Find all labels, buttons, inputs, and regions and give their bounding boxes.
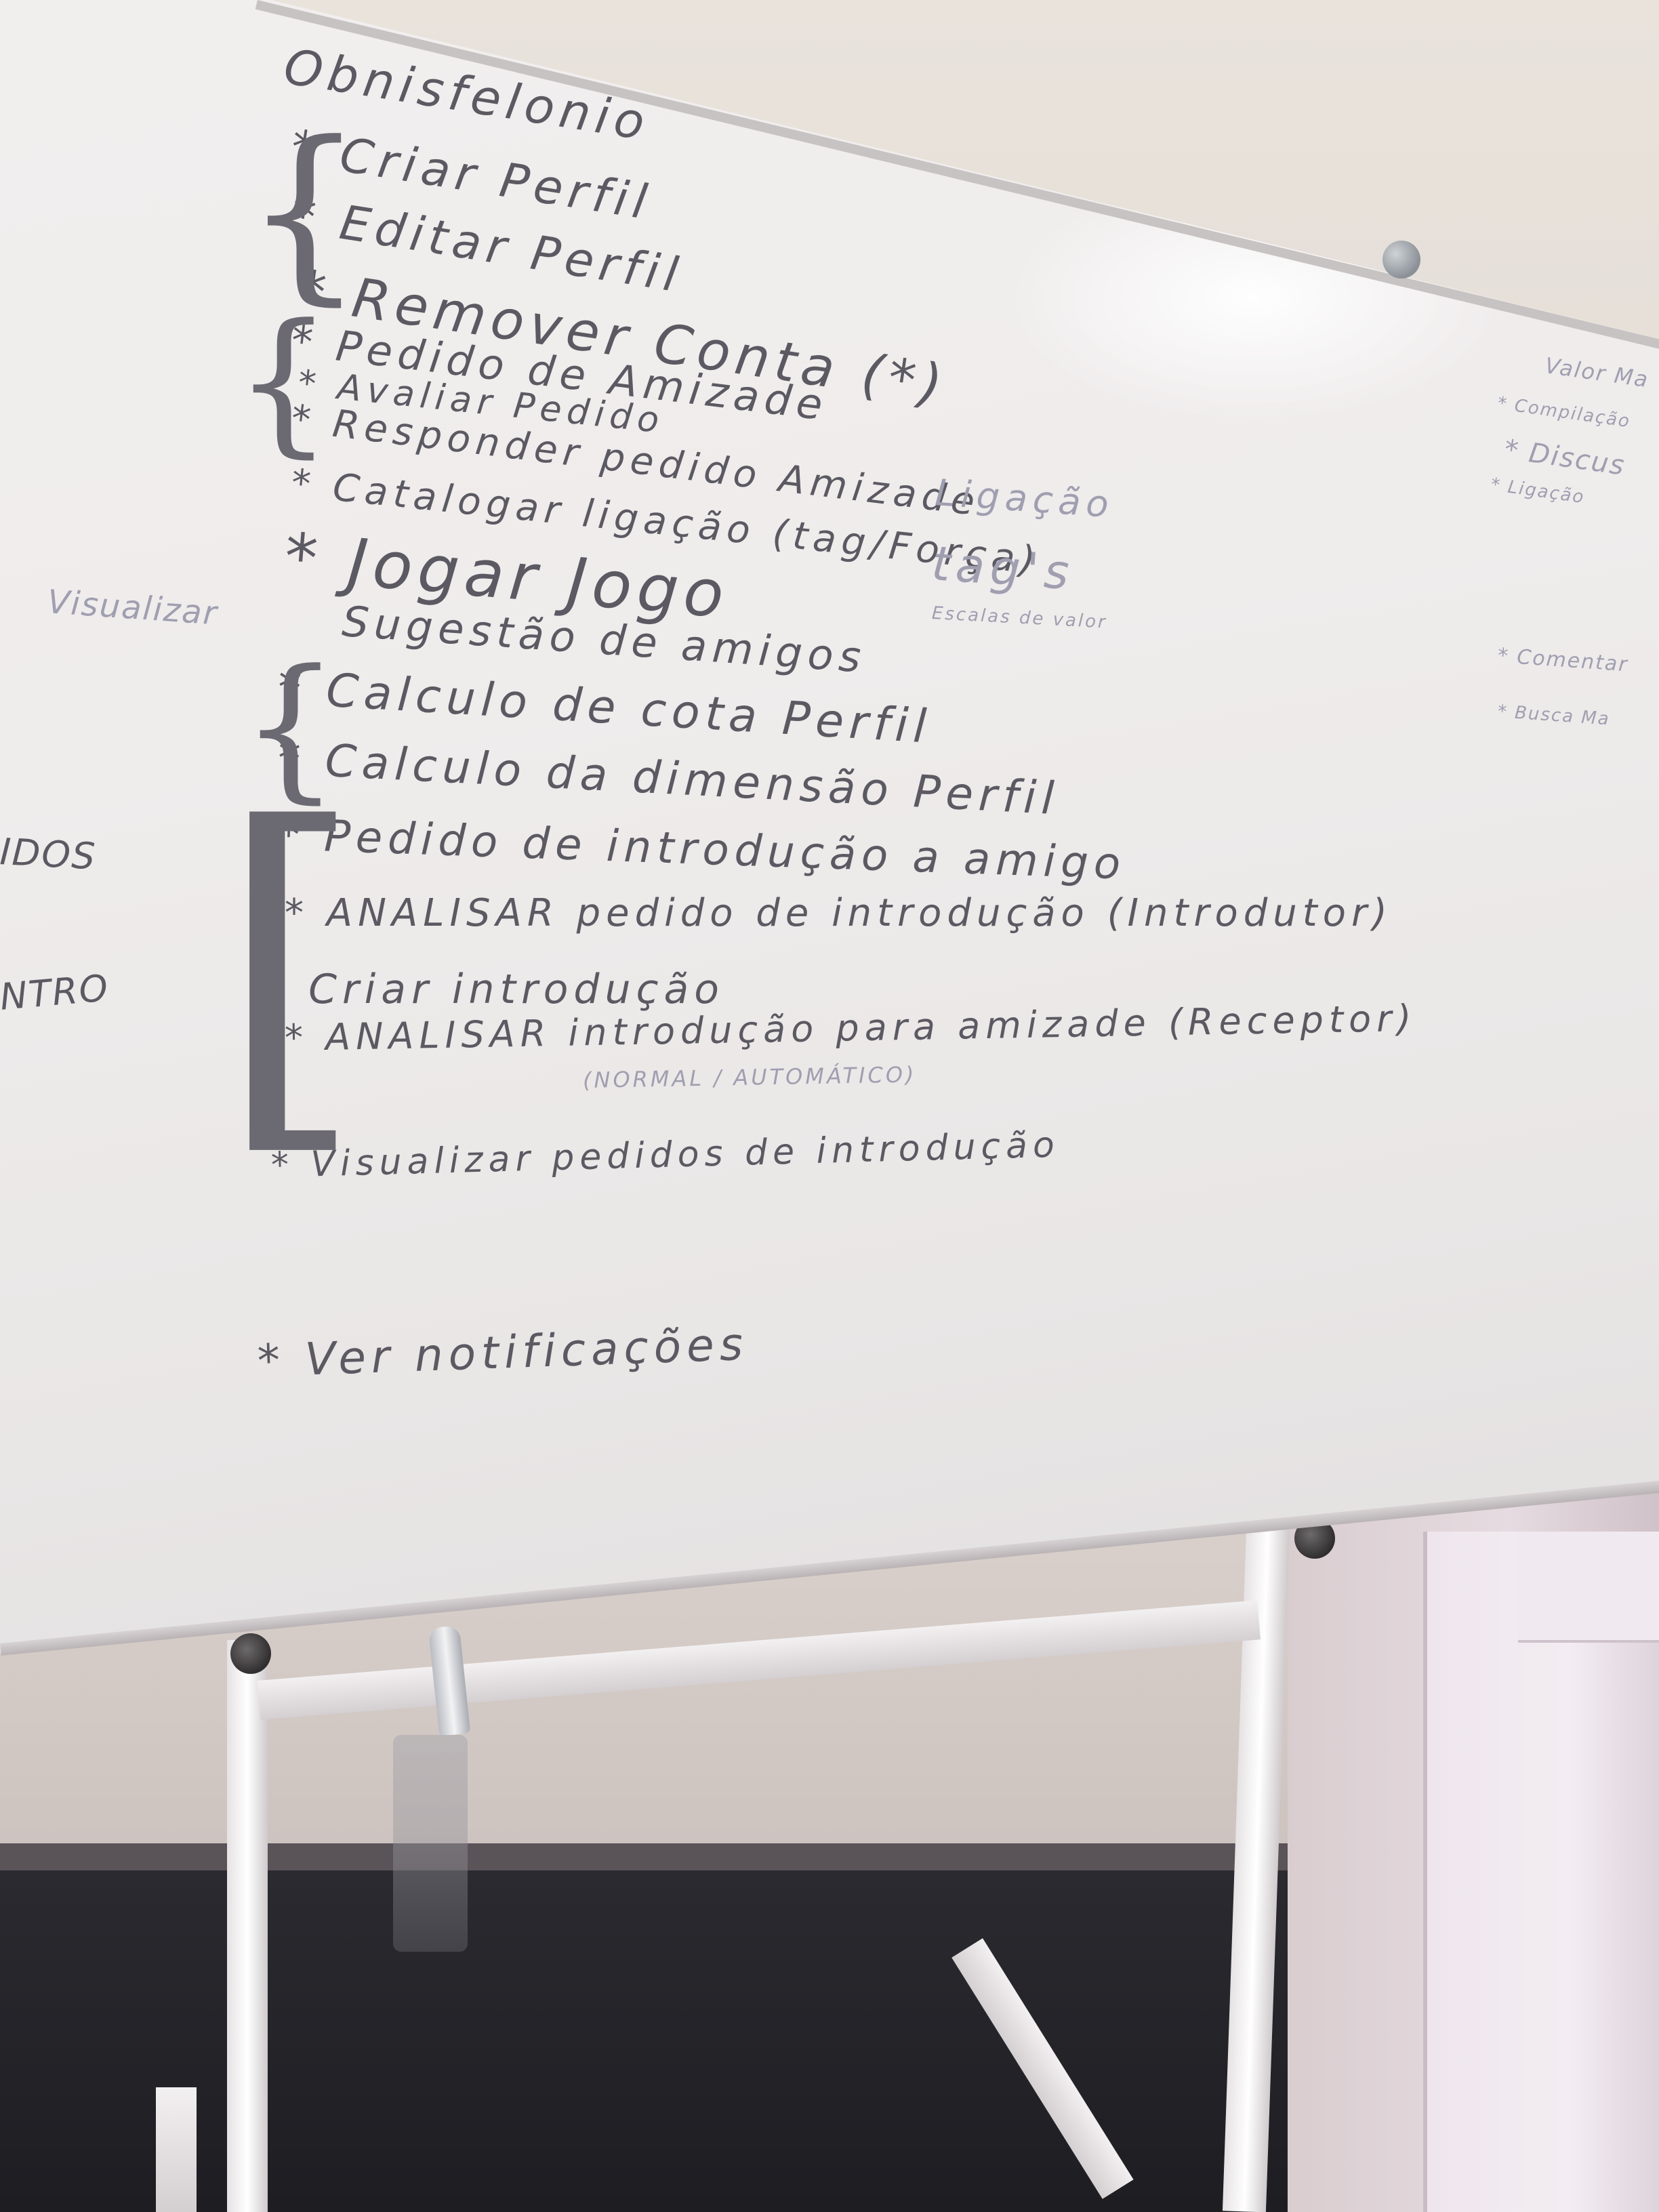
brace: { [244,102,365,323]
cabinet-top [1518,1532,1659,1643]
brace: { [241,637,340,818]
whiteboard-line: * ANALISAR pedido de introdução (Introdu… [285,891,1393,935]
cabinet [1423,1532,1659,2212]
side-note: tag's [930,535,1076,601]
stand-foot-left [156,2087,197,2212]
stand-bolt-left [230,1633,271,1674]
hanging-tag [393,1735,468,1952]
brace: [ [217,748,365,1190]
stand-crossbar [258,1600,1261,1720]
magnet [1382,241,1420,279]
marker-pen [428,1625,471,1736]
whiteboard-line: * Criar introdução [264,966,724,1013]
floor [0,1870,1288,2212]
brace: { [234,291,333,472]
side-note: IDOS [0,830,98,878]
stand-left-post [227,1640,268,2212]
